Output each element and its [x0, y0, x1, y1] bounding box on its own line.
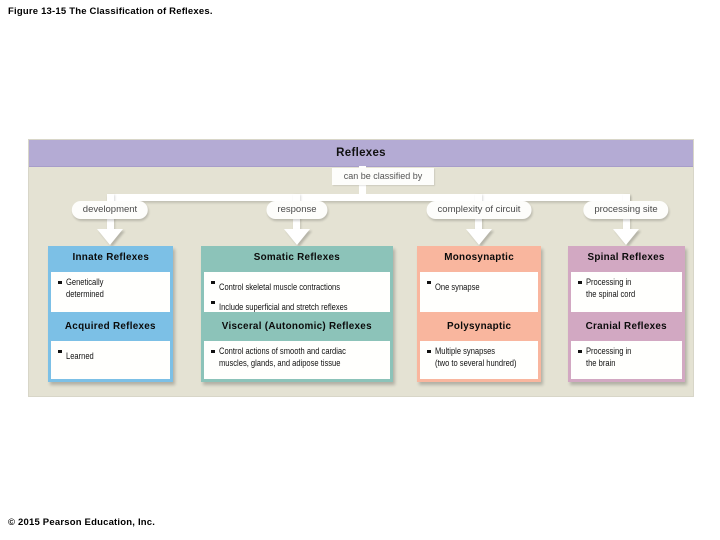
node-title-cranial-reflexes: Cranial Reflexes — [568, 315, 685, 338]
node-body-innate-reflexes: Genetically determined — [51, 272, 170, 312]
branch-label-complexity: complexity of circuit — [426, 201, 532, 219]
bullet-list: Multiple synapses (two to several hundre… — [420, 341, 538, 375]
node-body-spinal-reflexes: Processing in the spinal cord — [571, 272, 682, 312]
node-title-visceral-reflexes: Visceral (Autonomic) Reflexes — [201, 315, 393, 338]
column-processing-site: Spinal Reflexes Processing in the spinal… — [568, 246, 685, 382]
node-body-acquired-reflexes: Learned — [51, 341, 170, 379]
bullet-list: Learned — [51, 341, 170, 368]
node-title-monosynaptic: Monosynaptic — [417, 246, 541, 269]
bullet-text: Processing in the spinal cord — [586, 277, 636, 299]
connector-horizontal-line — [107, 194, 630, 201]
node-title-innate-reflexes: Innate Reflexes — [48, 246, 173, 269]
node-body-somatic-reflexes: Control skeletal muscle contractions Inc… — [204, 272, 390, 312]
node-body-monosynaptic: One synapse — [420, 272, 538, 312]
node-title-text: Spinal Reflexes — [587, 251, 666, 263]
arrow-down-icon — [284, 229, 310, 245]
node-title-text: Visceral (Autonomic) Reflexes — [221, 320, 373, 332]
bullet-item: One synapse — [426, 277, 536, 295]
arrow-down-icon — [613, 229, 639, 245]
classifier-label: can be classified by — [332, 168, 434, 185]
node-body-visceral-reflexes: Control actions of smooth and cardiac mu… — [204, 341, 390, 379]
root-node-reflexes: Reflexes — [29, 140, 693, 167]
node-title-spinal-reflexes: Spinal Reflexes — [568, 246, 685, 269]
bullet-item: Genetically determined — [57, 277, 168, 302]
bullet-item: Multiple synapses (two to several hundre… — [426, 346, 536, 371]
column-response: Somatic Reflexes Control skeletal muscle… — [201, 246, 393, 382]
node-title-text: Somatic Reflexes — [253, 251, 341, 263]
bullet-item: Processing in the brain — [577, 346, 680, 371]
figure-title: Figure 13-15 The Classification of Refle… — [8, 6, 213, 17]
node-title-text: Innate Reflexes — [72, 251, 149, 263]
bullet-item: Processing in the spinal cord — [577, 277, 680, 302]
node-body-polysynaptic: Multiple synapses (two to several hundre… — [420, 341, 538, 379]
node-body-cranial-reflexes: Processing in the brain — [571, 341, 682, 379]
bullet-text: Multiple synapses (two to several hundre… — [435, 346, 517, 368]
branch-label-response: response — [266, 201, 328, 219]
bullet-list: Control actions of smooth and cardiac mu… — [204, 341, 390, 375]
bullet-text: Include superficial and stretch reflexes — [219, 302, 348, 312]
node-title-polysynaptic: Polysynaptic — [417, 315, 541, 338]
branch-label-processing-site: processing site — [583, 201, 669, 219]
bullet-text: Control actions of smooth and cardiac mu… — [219, 346, 346, 368]
node-title-text: Polysynaptic — [446, 320, 512, 332]
arrow-down-icon — [466, 229, 492, 245]
node-title-somatic-reflexes: Somatic Reflexes — [201, 246, 393, 269]
bullet-list: One synapse — [420, 272, 538, 299]
bullet-item: Include superficial and stretch reflexes — [210, 297, 388, 312]
column-development: Innate Reflexes Genetically determined A… — [48, 246, 173, 382]
bullet-list: Genetically determined — [51, 272, 170, 306]
column-complexity: Monosynaptic One synapse Polysynaptic Mu… — [417, 246, 541, 382]
arrow-down-icon — [97, 229, 123, 245]
node-title-acquired-reflexes: Acquired Reflexes — [48, 315, 173, 338]
branch-label-development: development — [71, 201, 149, 219]
node-title-text: Cranial Reflexes — [585, 320, 668, 332]
node-title-text: Acquired Reflexes — [65, 320, 156, 332]
node-title-text: Monosynaptic — [444, 251, 514, 263]
bullet-text: Processing in the brain — [586, 346, 632, 368]
bullet-list: Control skeletal muscle contractions Inc… — [204, 272, 390, 312]
bullet-item: Control actions of smooth and cardiac mu… — [210, 346, 388, 371]
bullet-item: Control skeletal muscle contractions — [210, 277, 388, 295]
bullet-item: Learned — [57, 346, 168, 364]
bullet-text: Control skeletal muscle contractions — [219, 282, 341, 292]
bullet-text: One synapse — [435, 282, 480, 292]
bullet-text: Learned — [66, 351, 94, 361]
diagram-panel: Reflexes can be classified by developmen… — [28, 139, 694, 397]
bullet-list: Processing in the spinal cord — [571, 272, 682, 306]
copyright-text: © 2015 Pearson Education, Inc. — [8, 517, 156, 528]
bullet-list: Processing in the brain — [571, 341, 682, 375]
bullet-text: Genetically determined — [66, 277, 104, 299]
